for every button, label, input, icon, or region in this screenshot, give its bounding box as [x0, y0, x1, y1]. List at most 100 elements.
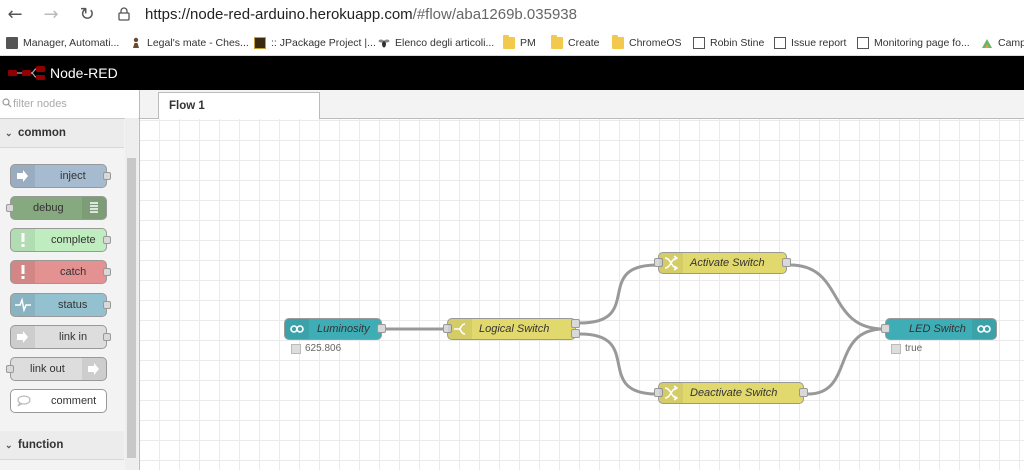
bookmark-folder-create[interactable]: Create — [551, 34, 600, 52]
output-port-2[interactable] — [571, 329, 580, 338]
output-port[interactable] — [799, 388, 808, 397]
output-port[interactable] — [103, 268, 111, 276]
category-common-header[interactable]: ⌄ common — [0, 119, 124, 148]
output-port[interactable] — [782, 258, 791, 267]
scrollbar-thumb[interactable] — [127, 158, 136, 458]
flow-node-label: Logical Switch — [479, 323, 550, 335]
output-port[interactable] — [103, 333, 111, 341]
input-port[interactable] — [881, 324, 890, 333]
palette-node-inject[interactable]: inject — [10, 164, 111, 188]
flow-node-label: Deactivate Switch — [690, 387, 778, 399]
palette-node-comment[interactable]: comment — [10, 389, 107, 413]
bookmark-folder-chromeos[interactable]: ChromeOS — [612, 34, 682, 52]
bookmark-label: Create — [568, 37, 600, 49]
lock-icon — [118, 7, 130, 21]
bookmark-label: Elenco degli articoli... — [395, 37, 495, 49]
back-icon[interactable]: ← — [7, 4, 23, 25]
flow-node-deactivate-switch[interactable]: Deactivate Switch — [654, 382, 808, 404]
flow-node-logical-switch[interactable]: Logical Switch — [443, 318, 580, 340]
url-domain: https://node-red-arduino.herokuapp.com — [145, 6, 413, 23]
output-port[interactable] — [377, 324, 386, 333]
reload-icon[interactable]: ↻ — [79, 4, 95, 25]
page-icon — [693, 37, 705, 49]
bookmark-label: Camp — [998, 37, 1024, 49]
bookmark-label: Issue report — [791, 37, 847, 49]
output-port[interactable] — [103, 301, 111, 309]
palette-scrollbar[interactable] — [125, 118, 138, 470]
palette-node-link-out[interactable]: link out — [6, 357, 107, 381]
palette-node-label: catch — [60, 266, 87, 278]
palette-node-status[interactable]: status — [10, 293, 111, 317]
status-text: true — [905, 343, 923, 354]
palette-node-label: link in — [59, 331, 88, 343]
input-port[interactable] — [6, 365, 14, 373]
wire-logical-to-activate — [579, 263, 658, 325]
bookmark-label: PM — [520, 37, 536, 49]
alert-icon — [11, 229, 35, 251]
comment-icon — [11, 390, 35, 412]
bookmark-elenco[interactable]: Elenco degli articoli... — [378, 34, 494, 52]
link-arrow-icon — [82, 358, 106, 380]
chevron-down-icon: ⌄ — [5, 440, 13, 450]
tab-flow-1[interactable]: Flow 1 — [158, 92, 320, 119]
flow-canvas[interactable]: Luminosity 625.806 Logical Switch Activa… — [140, 119, 1024, 470]
bookmark-monitoring[interactable]: Monitoring page fo... — [857, 34, 970, 52]
shuffle-icon — [659, 383, 683, 403]
bookmark-jpackage[interactable]: :: JPackage Project |... — [254, 34, 376, 52]
debug-icon — [82, 197, 106, 219]
switch-icon — [448, 319, 472, 339]
status-dot-icon — [891, 343, 901, 354]
status-dot-icon — [291, 343, 301, 354]
url-field[interactable]: https://node-red-arduino.herokuapp.com/#… — [145, 6, 577, 23]
bookmark-label: :: JPackage Project |... — [271, 37, 376, 49]
palette-node-complete[interactable]: complete — [10, 228, 111, 252]
input-port[interactable] — [654, 388, 663, 397]
output-port[interactable] — [103, 236, 111, 244]
palette-node-catch[interactable]: catch — [10, 260, 111, 284]
inject-icon — [11, 165, 35, 187]
browser-address-bar: ← → ↻ https://node-red-arduino.herokuapp… — [0, 0, 1024, 30]
input-port[interactable] — [6, 204, 14, 212]
bookmark-folder-pm[interactable]: PM — [503, 34, 536, 52]
category-label: common — [18, 127, 66, 139]
arduino-icon — [972, 319, 996, 339]
bookmark-manager[interactable]: Manager, Automati... — [6, 34, 119, 52]
bookmark-label: Manager, Automati... — [23, 37, 120, 49]
bookmark-camp[interactable]: Camp — [981, 34, 1024, 52]
folder-icon — [612, 35, 624, 49]
app-title: Node-RED — [50, 65, 118, 81]
node-palette: ⌄ common inject debug complete catch sta… — [0, 90, 140, 470]
output-port-1[interactable] — [571, 319, 580, 328]
alert-icon — [11, 261, 35, 283]
node-red-logo-icon — [8, 66, 45, 80]
fly-icon — [378, 39, 390, 48]
chess-pawn-icon — [133, 37, 139, 48]
palette-node-link-in[interactable]: link in — [10, 325, 111, 349]
bookmark-issue-report[interactable]: Issue report — [774, 34, 846, 52]
jpackage-icon — [254, 37, 266, 49]
folder-icon — [551, 35, 563, 49]
bookmark-label: Monitoring page fo... — [874, 37, 970, 49]
flow-node-activate-switch[interactable]: Activate Switch — [654, 252, 791, 274]
filter-nodes-input[interactable] — [13, 94, 131, 114]
category-function-header[interactable]: ⌄ function — [0, 431, 124, 460]
flow-node-label: Activate Switch — [690, 257, 765, 269]
category-label: function — [18, 439, 64, 451]
bookmark-robin-stine[interactable]: Robin Stine — [693, 34, 764, 52]
node-red-header: Node-RED — [0, 56, 1024, 90]
bookmark-legals-mate[interactable]: Legal's mate - Ches... — [130, 34, 249, 52]
bookmark-label: ChromeOS — [629, 37, 682, 49]
flow-node-led-switch[interactable]: LED Switch — [881, 318, 997, 340]
output-port[interactable] — [103, 172, 111, 180]
campfire-icon — [982, 39, 992, 48]
forward-icon[interactable]: → — [43, 4, 59, 25]
flow-wires — [385, 263, 885, 396]
input-port[interactable] — [443, 324, 452, 333]
palette-node-debug[interactable]: debug — [6, 196, 107, 220]
status-text: 625.806 — [305, 343, 342, 354]
flow-node-luminosity[interactable]: Luminosity — [284, 318, 386, 340]
flow-node-label: LED Switch — [909, 323, 966, 335]
pulse-icon — [11, 294, 35, 316]
wire-logical-to-deactivate — [579, 332, 658, 396]
input-port[interactable] — [654, 258, 663, 267]
